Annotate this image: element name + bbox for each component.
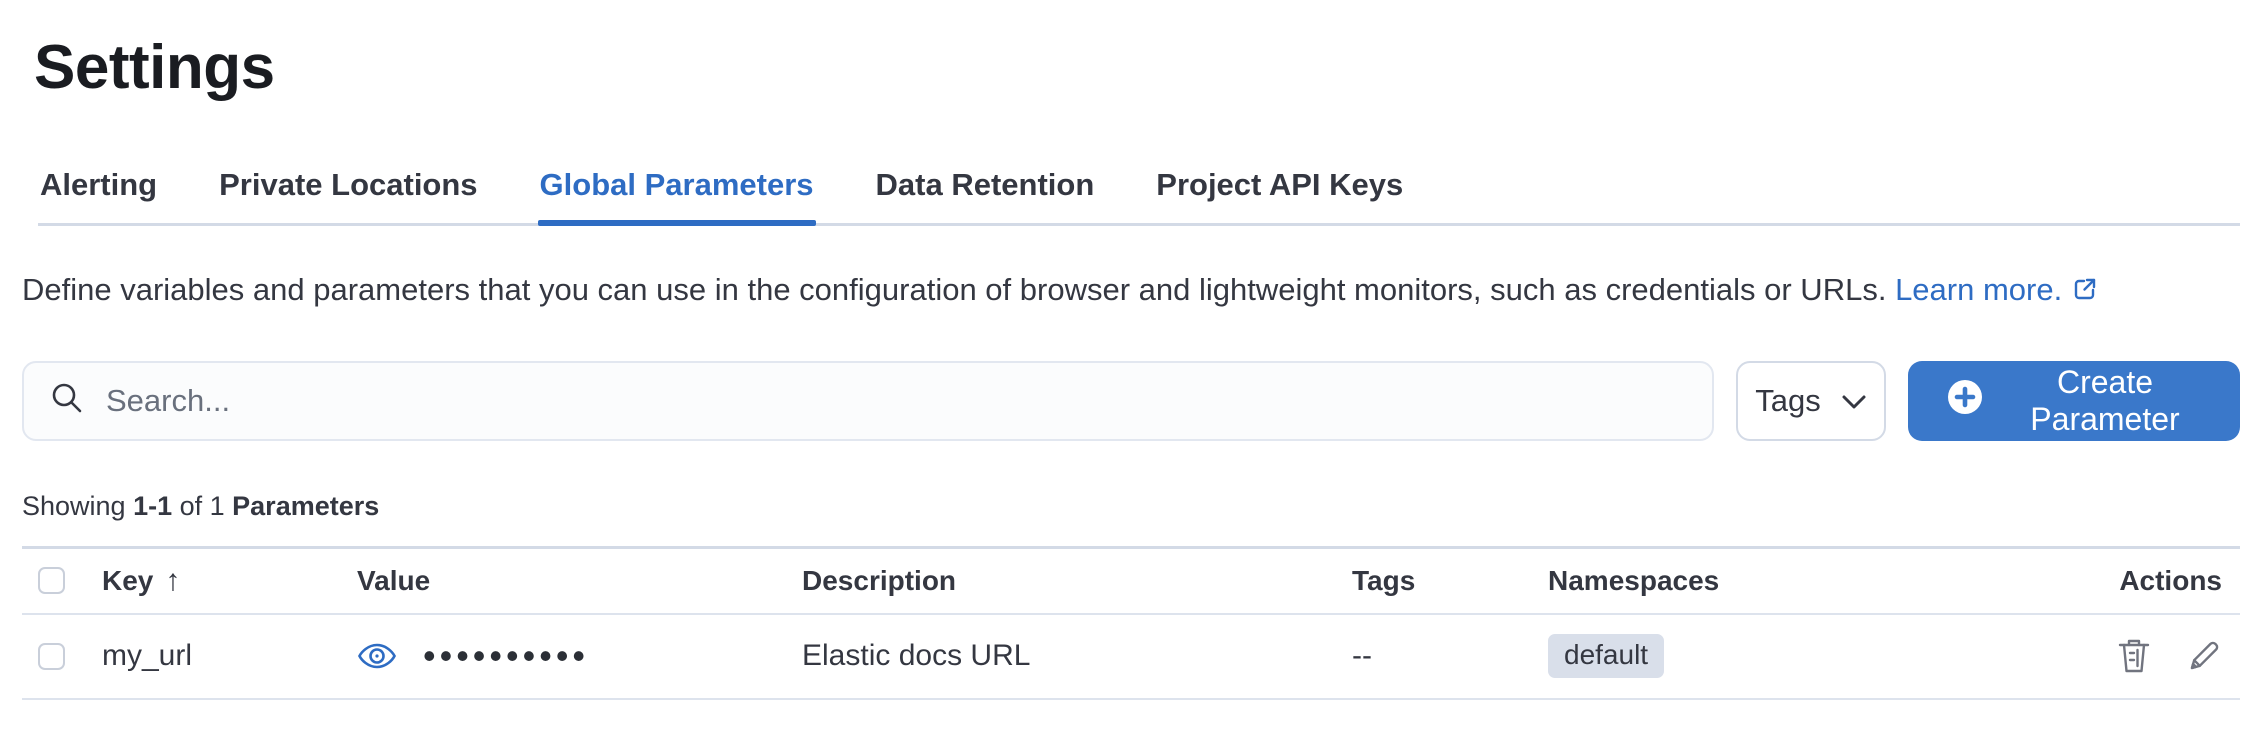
tab-private-locations[interactable]: Private Locations [219,167,478,202]
page-title: Settings [34,33,275,102]
cell-value: •••••••••• [357,638,802,674]
parameters-toolbar: Tags Create Parameter [22,360,2240,441]
masked-value: •••••••••• [423,635,590,677]
description-text: Define variables and parameters that you… [22,272,1887,307]
column-header-actions: Actions [2119,564,2222,596]
column-header-key[interactable]: Key ↑ [84,564,357,598]
cell-description: Elastic docs URL [802,639,1031,673]
trash-icon[interactable] [2116,637,2152,675]
summary-of: of 1 [172,490,233,521]
cell-tags: -- [1352,639,1372,673]
search-input[interactable] [106,382,1686,419]
summary-showing: Showing [22,490,134,521]
column-header-value: Value [357,564,431,596]
row-checkbox[interactable] [38,642,65,670]
tags-filter-label: Tags [1755,382,1821,418]
column-header-description: Description [802,564,957,596]
select-all-checkbox[interactable] [38,567,65,595]
tab-data-retention[interactable]: Data Retention [875,167,1095,202]
create-parameter-button[interactable]: Create Parameter [1908,360,2240,441]
cell-actions [2108,637,2240,675]
learn-more-link[interactable]: Learn more. [1895,272,2098,307]
parameters-table: Key ↑ Value Description Tags Namespaces … [22,545,2240,700]
results-summary: Showing 1-1 of 1 Parameters [22,491,2240,522]
chevron-down-icon [1841,383,1867,419]
tab-global-parameters[interactable]: Global Parameters [537,167,816,226]
settings-tabs: Alerting Private Locations Global Parame… [38,167,2240,226]
cell-namespaces: default [1548,634,2108,679]
table-row: my_url •••••••••• Elastic docs URL -- de… [22,615,2240,700]
eye-icon[interactable] [357,641,397,671]
table-header-row: Key ↑ Value Description Tags Namespaces … [22,549,2240,615]
tab-alerting[interactable]: Alerting [40,167,158,202]
sort-ascending-icon: ↑ [165,563,181,597]
column-header-tags: Tags [1352,564,1416,596]
pencil-icon[interactable] [2186,638,2222,674]
create-parameter-label: Create Parameter [2030,363,2180,437]
summary-entity: Parameters [232,490,380,521]
settings-page: Settings Alerting Private Locations Glob… [22,33,2240,700]
search-icon [50,381,84,420]
page-description: Define variables and parameters that you… [22,266,2200,317]
tags-filter-button[interactable]: Tags [1736,360,1886,441]
cell-key: my_url [102,639,193,673]
search-box[interactable] [22,360,1714,441]
learn-more-label: Learn more. [1895,272,2063,307]
summary-range: 1-1 [133,490,173,521]
column-header-namespaces: Namespaces [1548,564,1720,596]
namespace-badge: default [1548,634,1665,679]
external-link-icon [2072,274,2098,309]
plus-in-circle-icon [1944,376,1986,426]
tab-project-api-keys[interactable]: Project API Keys [1156,167,1404,202]
column-key-label: Key [102,564,154,596]
